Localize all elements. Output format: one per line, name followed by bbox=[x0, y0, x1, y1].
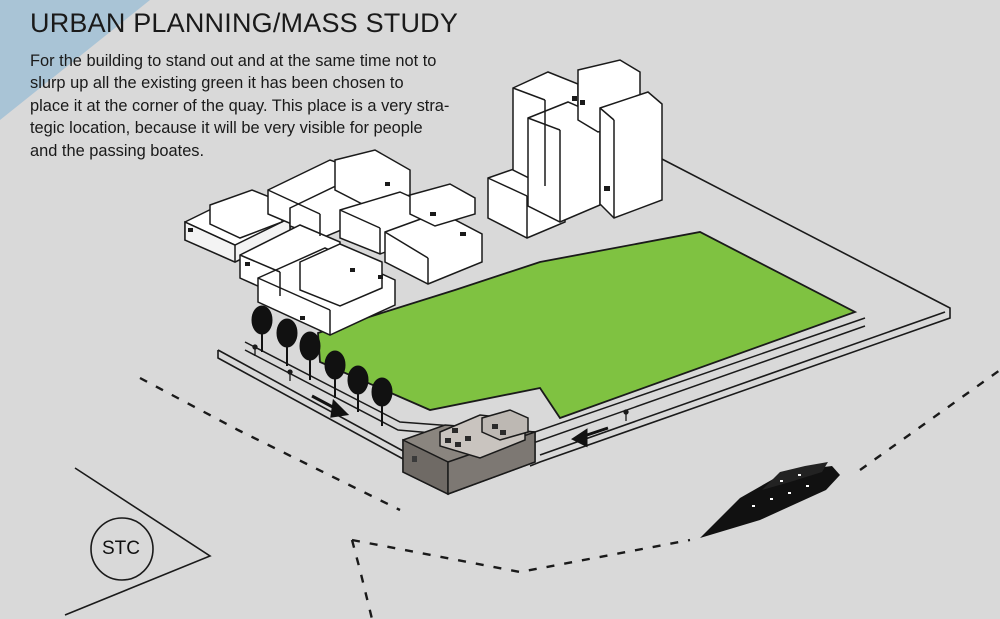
tree-icon bbox=[251, 305, 273, 352]
description-text: For the building to stand out and at the… bbox=[30, 52, 450, 160]
water-edge bbox=[139, 369, 1000, 619]
new-building bbox=[402, 409, 536, 496]
boat-icon bbox=[700, 462, 840, 538]
person-icon bbox=[287, 369, 293, 381]
quay-outline bbox=[217, 157, 951, 467]
person-icon bbox=[623, 409, 629, 421]
residential-blocks bbox=[184, 149, 483, 336]
tree-icon bbox=[299, 331, 321, 380]
tree-icon bbox=[276, 318, 298, 366]
tree-row bbox=[251, 305, 393, 426]
corner-accent bbox=[0, 0, 150, 120]
person-icon bbox=[252, 344, 258, 356]
tree-icon bbox=[324, 350, 346, 398]
north-marker-icon bbox=[64, 467, 212, 616]
north-marker-label: STC bbox=[102, 538, 140, 559]
page-title: URBAN PLANNING/MASS STUDY bbox=[30, 8, 459, 38]
arrow-icon bbox=[311, 394, 609, 448]
tower-complex bbox=[487, 59, 663, 239]
pedestrians bbox=[252, 344, 629, 421]
tree-icon bbox=[371, 377, 393, 426]
tree-icon bbox=[347, 365, 369, 412]
